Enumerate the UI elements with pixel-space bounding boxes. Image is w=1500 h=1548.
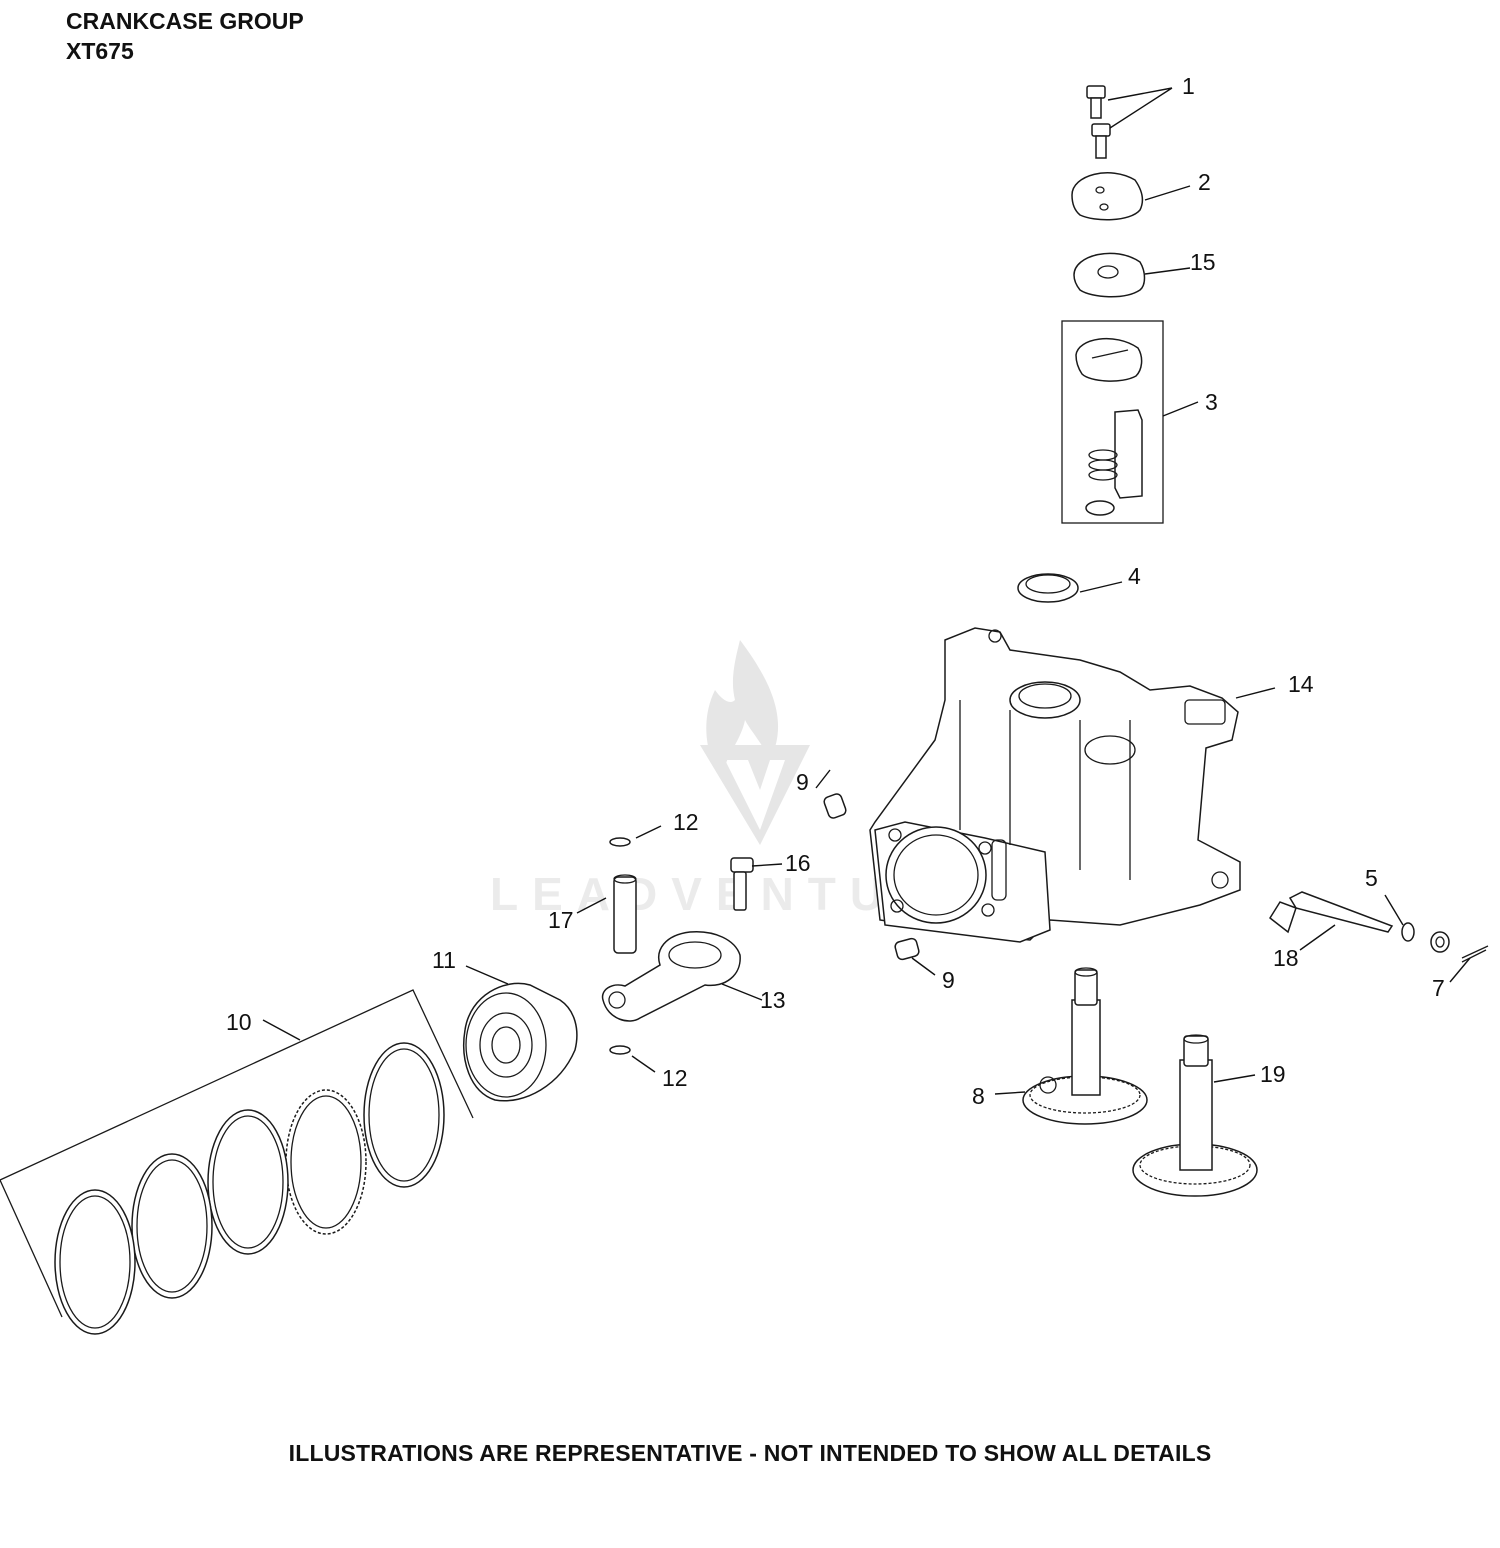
callout-5: 5 <box>1365 865 1378 891</box>
callout-9-upper: 9 <box>796 769 809 795</box>
leader-lines <box>262 87 1471 1095</box>
part-4-seal <box>1017 573 1079 603</box>
part-9-dowel-pin-lower <box>894 937 920 961</box>
callout-4: 4 <box>1128 563 1141 589</box>
part-9-dowel-pin-upper <box>823 793 847 819</box>
part-3-kit <box>1061 320 1164 524</box>
callout-2: 2 <box>1198 169 1211 195</box>
part-2-plate <box>1071 172 1144 221</box>
part-18-governor-shaft <box>1269 891 1394 934</box>
callout-9-lower: 9 <box>942 967 955 993</box>
callout-13: 13 <box>760 987 786 1013</box>
part-13-connecting-rod <box>601 931 741 1022</box>
part-7-pin <box>1461 945 1489 963</box>
part-11-piston <box>463 982 578 1102</box>
callout-labels: 1 2 3 4 5 7 8 9 9 10 11 12 12 13 14 15 1… <box>226 73 1445 1109</box>
title-model: XT675 <box>66 38 134 64</box>
callout-8: 8 <box>972 1083 985 1109</box>
callout-15: 15 <box>1190 249 1216 275</box>
part-12-ring-upper <box>609 837 631 847</box>
diagram-title: CRANKCASE GROUP XT675 <box>66 6 304 66</box>
callout-1: 1 <box>1182 73 1195 99</box>
callout-12-upper: 12 <box>673 809 699 835</box>
part-1-bolts <box>1086 85 1111 159</box>
callout-19: 19 <box>1260 1061 1286 1087</box>
callout-7: 7 <box>1432 975 1445 1001</box>
footer-disclaimer: ILLUSTRATIONS ARE REPRESENTATIVE - NOT I… <box>288 1440 1212 1466</box>
callout-11: 11 <box>432 947 456 973</box>
part-16-bolt <box>730 857 754 911</box>
part-14-crankcase <box>869 627 1241 943</box>
part-17-piston-pin <box>613 874 637 954</box>
governor-shaft-seal <box>1430 931 1450 953</box>
part-19-camshaft <box>1132 1034 1258 1197</box>
callout-12-lower: 12 <box>662 1065 688 1091</box>
callout-14: 14 <box>1288 671 1314 697</box>
title-group-name: CRANKCASE GROUP <box>66 8 304 34</box>
part-10-piston-ring-set <box>0 989 474 1335</box>
part-8-camshaft <box>1022 967 1148 1125</box>
part-5-washer <box>1401 922 1415 942</box>
callout-3: 3 <box>1205 389 1218 415</box>
callout-17: 17 <box>548 907 574 933</box>
callout-10: 10 <box>226 1009 252 1035</box>
part-12-ring-lower <box>609 1045 631 1055</box>
callout-16: 16 <box>785 850 811 876</box>
callout-18: 18 <box>1273 945 1299 971</box>
part-15-gasket <box>1073 252 1146 298</box>
